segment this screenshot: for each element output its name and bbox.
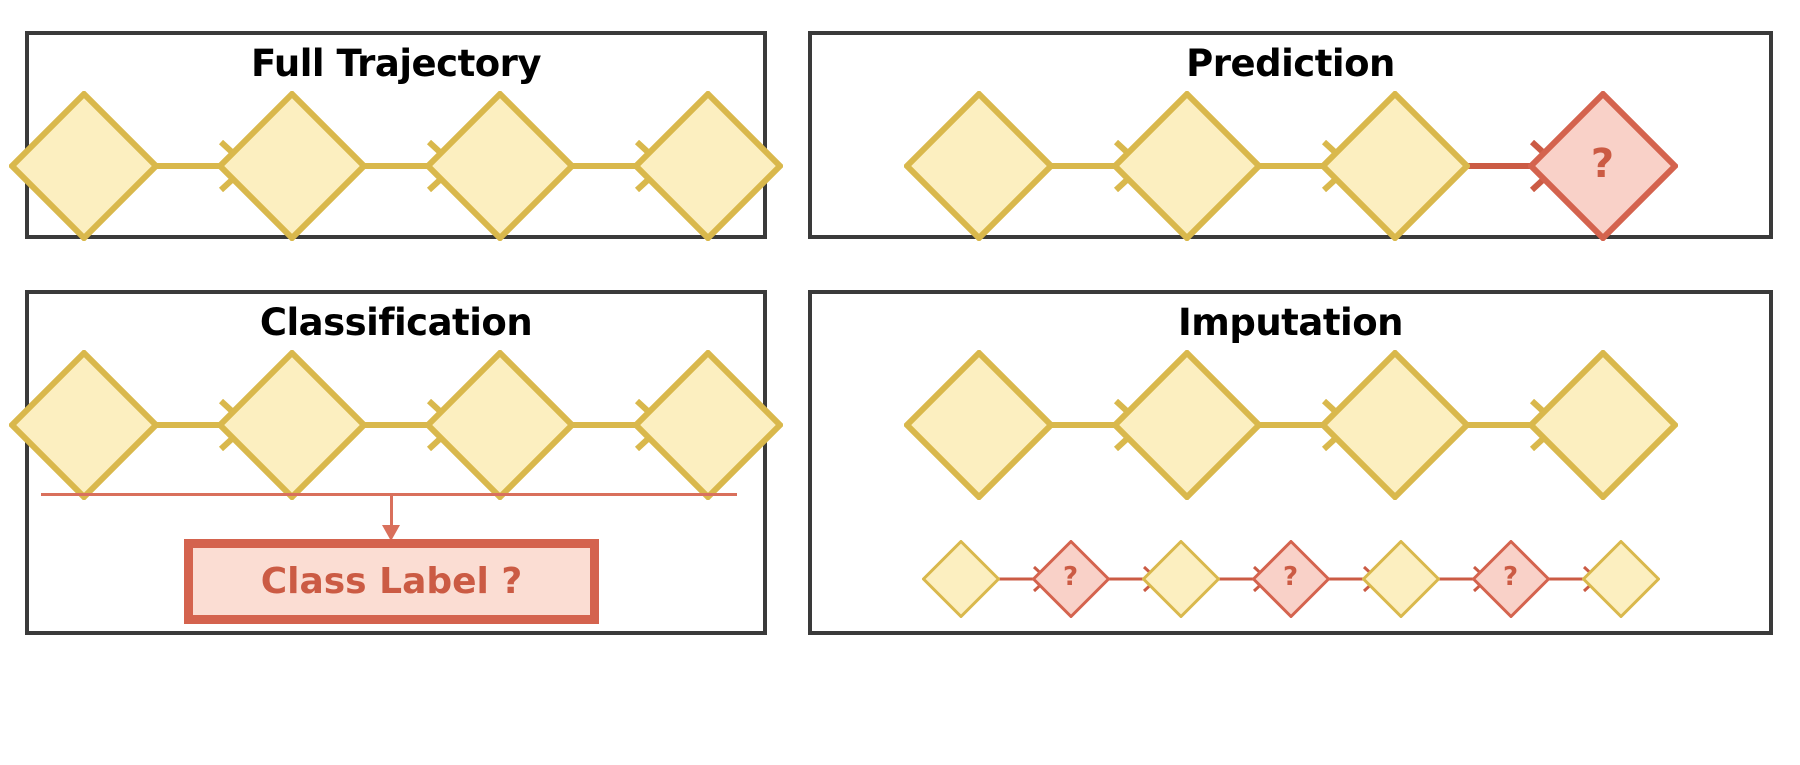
unknown-state-diamond: ? bbox=[1527, 91, 1678, 241]
observed-state-diamond bbox=[217, 350, 367, 500]
panel-title-classification: Classification bbox=[259, 301, 533, 344]
observed-state-diamond bbox=[9, 350, 159, 500]
panel-imputation: Imputation ??? bbox=[808, 290, 1773, 635]
observed-state-diamond bbox=[1527, 350, 1678, 500]
panel-prediction: Prediction ? bbox=[808, 31, 1773, 241]
chain-prediction: ? bbox=[812, 91, 1769, 241]
chain-classification bbox=[9, 350, 783, 500]
chain-imputation-observed bbox=[812, 350, 1769, 500]
observed-state-diamond bbox=[1361, 540, 1440, 618]
observed-state-diamond bbox=[1141, 540, 1220, 618]
observed-state-diamond bbox=[1581, 540, 1660, 618]
class-label-box: Class Label ? bbox=[184, 539, 599, 624]
observed-state-diamond bbox=[1111, 91, 1262, 241]
panel-classification: Classification Class Label ? bbox=[9, 290, 783, 635]
observed-state-diamond bbox=[1319, 91, 1470, 241]
unknown-state-diamond: ? bbox=[1031, 540, 1110, 618]
panel-title-full-trajectory: Full Trajectory bbox=[250, 42, 542, 85]
classification-bracket-arrowhead bbox=[382, 525, 400, 541]
observed-state-diamond bbox=[425, 350, 575, 500]
panel-title-imputation: Imputation bbox=[1178, 301, 1403, 344]
class-label-text: Class Label ? bbox=[260, 561, 523, 602]
chain-full-trajectory bbox=[9, 91, 783, 241]
observed-state-diamond bbox=[1111, 350, 1262, 500]
observed-state-diamond bbox=[425, 91, 575, 241]
observed-state-diamond bbox=[217, 91, 367, 241]
panel-full-trajectory: Full Trajectory bbox=[9, 31, 783, 241]
panel-title-prediction: Prediction bbox=[1186, 42, 1395, 85]
observed-state-diamond bbox=[633, 350, 783, 500]
classification-bracket-line bbox=[41, 493, 737, 496]
unknown-state-diamond: ? bbox=[1251, 540, 1330, 618]
observed-state-diamond bbox=[633, 91, 783, 241]
observed-state-diamond bbox=[921, 540, 1000, 618]
classification-bracket-stem bbox=[390, 493, 393, 529]
observed-state-diamond bbox=[903, 350, 1054, 500]
chain-imputation-masked: ??? bbox=[812, 534, 1769, 624]
observed-state-diamond bbox=[903, 91, 1054, 241]
observed-state-diamond bbox=[9, 91, 159, 241]
observed-state-diamond bbox=[1319, 350, 1470, 500]
unknown-state-diamond: ? bbox=[1471, 540, 1550, 618]
